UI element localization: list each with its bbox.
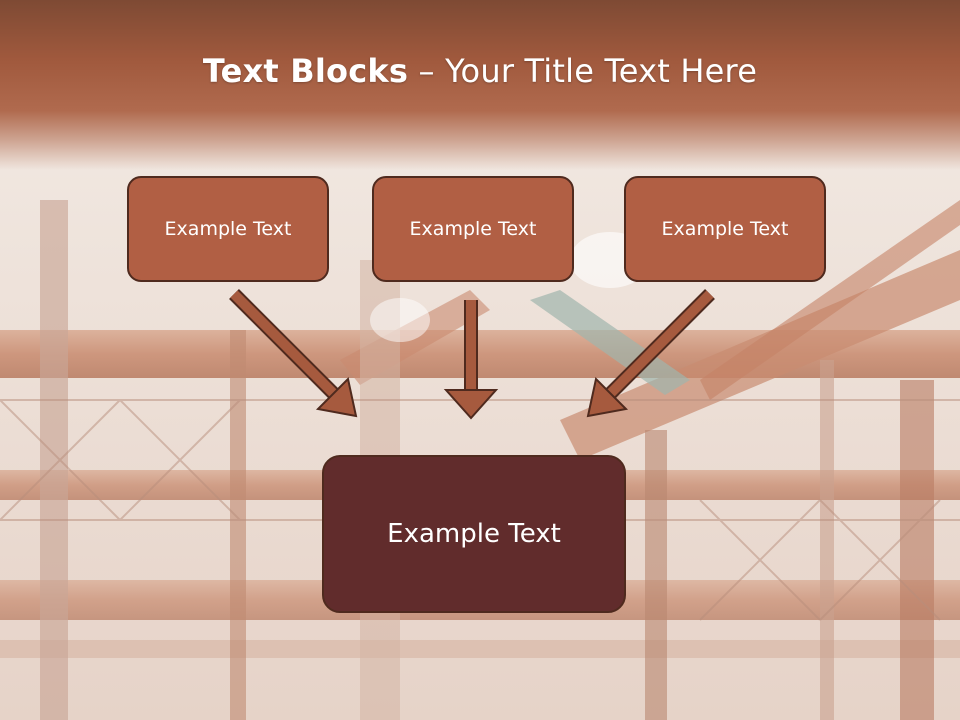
main-text-block[interactable]: Example Text [322, 455, 626, 613]
arrow-down-icon [443, 300, 499, 420]
text-block-1[interactable]: Example Text [127, 176, 329, 282]
slide-title: Text Blocks – Your Title Text Here [0, 52, 960, 90]
title-band [0, 0, 960, 170]
title-rest-text: Your Title Text Here [445, 52, 758, 90]
arrow-down-right-icon [229, 289, 358, 418]
arrow-down-left-icon [586, 289, 715, 418]
title-bold-text: Text Blocks [202, 52, 409, 90]
text-block-2-label: Example Text [409, 218, 537, 240]
text-block-3-label: Example Text [661, 218, 789, 240]
text-block-1-label: Example Text [164, 218, 292, 240]
text-block-3[interactable]: Example Text [624, 176, 826, 282]
main-text-block-label: Example Text [387, 519, 561, 549]
text-block-2[interactable]: Example Text [372, 176, 574, 282]
title-separator: – [418, 52, 435, 90]
